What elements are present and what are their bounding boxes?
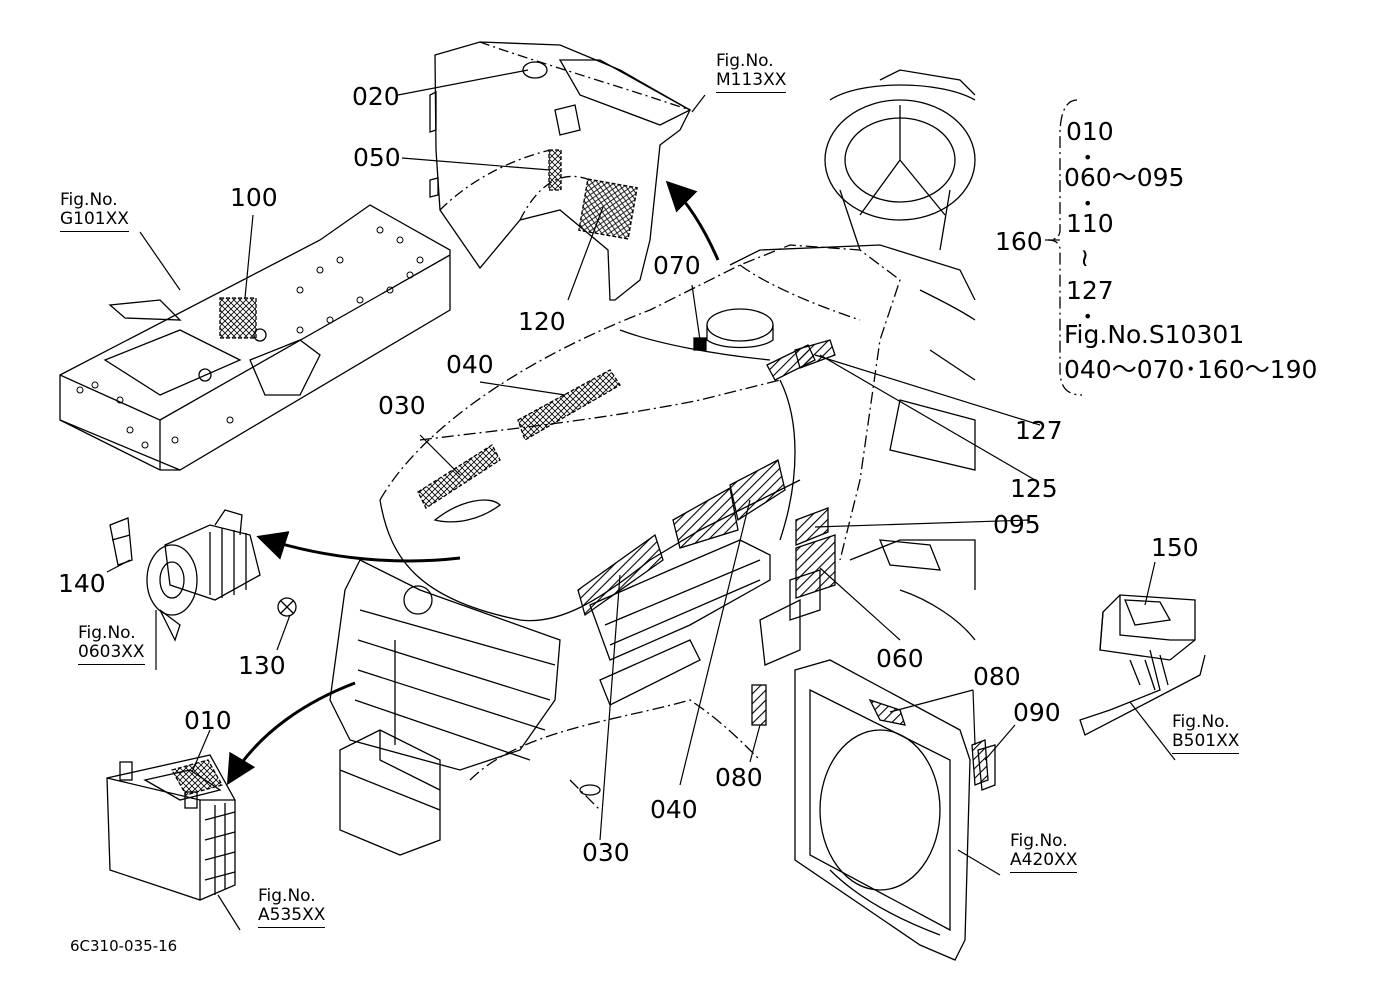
label-040-top: 040 <box>446 350 494 379</box>
label-070: 070 <box>653 251 701 280</box>
fig-prefix: Fig.No. <box>1010 831 1068 851</box>
bracket-110: 110 <box>1066 209 1114 238</box>
bracket-range-wave: ≀ <box>1080 243 1090 272</box>
air-cleaner <box>109 509 261 642</box>
fig-ref-g101xx[interactable]: Fig.No. G101XX <box>60 191 129 232</box>
selection-bracket <box>1047 99 1083 396</box>
fig-ref-a420xx[interactable]: Fig.No. A420XX <box>1010 831 1078 873</box>
battery <box>106 754 236 901</box>
label-020: 020 <box>352 82 400 111</box>
label-030-bottom: 030 <box>582 838 630 867</box>
decal-030-hood <box>417 444 501 509</box>
bracket-dot-3: • <box>1083 307 1093 326</box>
label-125: 125 <box>1010 474 1058 503</box>
fig-prefix: Fig.No. <box>716 51 774 71</box>
label-050: 050 <box>353 143 401 172</box>
decal-050 <box>548 149 562 191</box>
bracket-range-060-095: 060～095 <box>1064 163 1185 192</box>
decal-010 <box>171 759 223 796</box>
arrows <box>226 180 720 786</box>
label-120: 120 <box>518 307 566 336</box>
label-127: 127 <box>1015 416 1063 445</box>
bracket-127: 127 <box>1066 276 1114 305</box>
bracket-010: 010 <box>1066 117 1114 146</box>
fig-ref-0603xx[interactable]: Fig.No. 0603XX <box>78 624 145 665</box>
cap-130 <box>277 597 297 617</box>
fig-number: G101XX <box>60 210 129 232</box>
leader-lines <box>106 69 1176 931</box>
front-frame <box>59 204 451 471</box>
decal-040-hood <box>517 369 621 441</box>
fig-number: M113XX <box>716 71 787 93</box>
label-090: 090 <box>1013 698 1061 727</box>
label-160: 160 <box>995 227 1043 256</box>
label-140: 140 <box>58 569 106 598</box>
hood-panel <box>429 41 692 301</box>
label-080-body: 080 <box>715 763 763 792</box>
decal-100 <box>219 297 257 339</box>
fig-prefix: Fig.No. <box>258 886 316 906</box>
fig-ref-m113xx[interactable]: Fig.No. M113XX <box>716 51 787 93</box>
decal-040-side-b <box>729 459 786 522</box>
label-040-bottom: 040 <box>650 795 698 824</box>
fig-number: A535XX <box>258 906 326 928</box>
bracket-fig-s10301: Fig.No.S10301 <box>1064 320 1245 349</box>
decal-125 <box>794 339 836 369</box>
bracket-dot-2: • <box>1083 194 1093 213</box>
fig-ref-b501xx[interactable]: Fig.No. B501XX <box>1172 712 1240 754</box>
label-130: 130 <box>238 651 286 680</box>
fig-number: B501XX <box>1172 732 1240 754</box>
label-100: 100 <box>230 183 278 212</box>
decal-030-side <box>577 533 664 617</box>
decal-120 <box>578 178 638 240</box>
label-010: 010 <box>184 706 232 735</box>
decal-060 <box>795 534 836 599</box>
label-095: 095 <box>993 510 1041 539</box>
drawing-code: 6C310-035-16 <box>70 937 178 955</box>
fig-prefix: Fig.No. <box>60 190 118 210</box>
decal-040-side-a <box>672 486 739 549</box>
label-030-top: 030 <box>378 391 426 420</box>
decal-080-body <box>751 684 767 726</box>
fig-number: 0603XX <box>78 643 145 665</box>
decal-095 <box>795 507 829 546</box>
fig-ref-a535xx[interactable]: Fig.No. A535XX <box>258 886 326 928</box>
connector <box>1079 594 1206 736</box>
fig-prefix: Fig.No. <box>78 623 136 643</box>
bracket-range-040-190: 040～070･160～190 <box>1064 355 1318 384</box>
label-060: 060 <box>876 644 924 673</box>
label-080-shroud: 080 <box>973 662 1021 691</box>
radiator-shroud <box>794 659 996 961</box>
fig-prefix: Fig.No. <box>1172 712 1230 732</box>
tractor-body <box>329 69 976 856</box>
bracket-dot-1: • <box>1083 148 1093 167</box>
fig-number: A420XX <box>1010 851 1078 873</box>
label-150: 150 <box>1151 533 1199 562</box>
